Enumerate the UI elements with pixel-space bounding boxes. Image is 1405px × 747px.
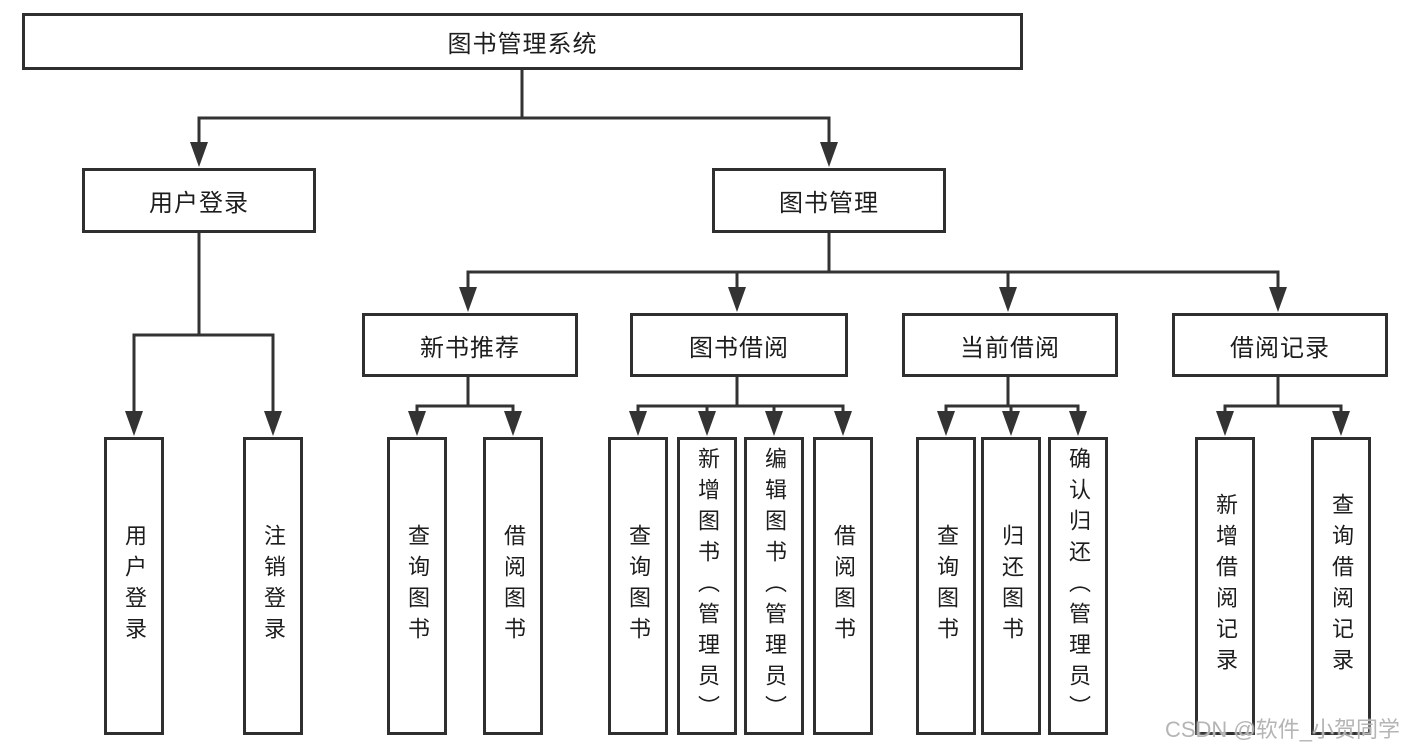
- leaf-user-login: 用户登录: [104, 437, 164, 735]
- leaf-label: 借阅图书: [501, 524, 526, 648]
- leaf-label: 查询图书: [934, 524, 959, 648]
- leaf-label: 注销登录: [261, 524, 286, 648]
- leaf-borrow-add-books-admin: 新增图书（管理员）: [677, 437, 737, 735]
- csdn-watermark: CSDN @软件_小贺同学: [1164, 717, 1400, 742]
- leaf-label: 查询图书: [405, 524, 430, 648]
- node-root-system: 图书管理系统: [22, 13, 1023, 70]
- leaf-label: 查询借阅记录: [1329, 493, 1354, 679]
- node-current-borrow: 当前借阅: [902, 313, 1118, 377]
- connector-user-login-to-leaves: [125, 232, 282, 436]
- connector-book-borrow-to-leaves: [629, 376, 852, 436]
- leaf-label: 编辑图书（管理员）: [762, 446, 787, 726]
- leaf-records-query-record: 查询借阅记录: [1311, 437, 1371, 735]
- node-book-management: 图书管理: [712, 168, 946, 233]
- node-borrow-records: 借阅记录: [1172, 313, 1388, 377]
- leaf-borrow-query-books: 查询图书: [608, 437, 668, 735]
- leaf-current-query-books: 查询图书: [916, 437, 976, 735]
- node-user-login: 用户登录: [82, 168, 316, 233]
- leaf-logout: 注销登录: [243, 437, 303, 735]
- leaf-label: 新增图书（管理员）: [695, 446, 720, 726]
- node-new-book-recommend: 新书推荐: [362, 313, 578, 377]
- leaf-label: 查询图书: [626, 524, 651, 648]
- leaf-borrow-edit-books-admin: 编辑图书（管理员）: [744, 437, 804, 735]
- connector-new-book-to-leaves: [408, 376, 522, 436]
- connector-borrow-records-to-leaves: [1216, 376, 1350, 436]
- leaf-records-add-record: 新增借阅记录: [1195, 437, 1255, 735]
- connector-current-borrow-to-leaves: [937, 376, 1087, 436]
- node-book-borrow: 图书借阅: [630, 313, 848, 377]
- leaf-current-return-books: 归还图书: [981, 437, 1041, 735]
- connector-book-mgmt-to-level3: [459, 232, 1287, 312]
- leaf-label: 借阅图书: [831, 524, 856, 648]
- leaf-label: 确认归还（管理员）: [1066, 446, 1091, 726]
- leaf-label: 新增借阅记录: [1213, 493, 1238, 679]
- leaf-label: 归还图书: [999, 524, 1024, 648]
- leaf-newbook-query-books: 查询图书: [387, 437, 447, 735]
- leaf-newbook-borrow-books: 借阅图书: [483, 437, 543, 735]
- connector-root-to-level2: [190, 69, 838, 167]
- leaf-label: 用户登录: [122, 524, 147, 648]
- leaf-current-confirm-return-admin: 确认归还（管理员）: [1048, 437, 1108, 735]
- leaf-borrow-borrow-books: 借阅图书: [813, 437, 873, 735]
